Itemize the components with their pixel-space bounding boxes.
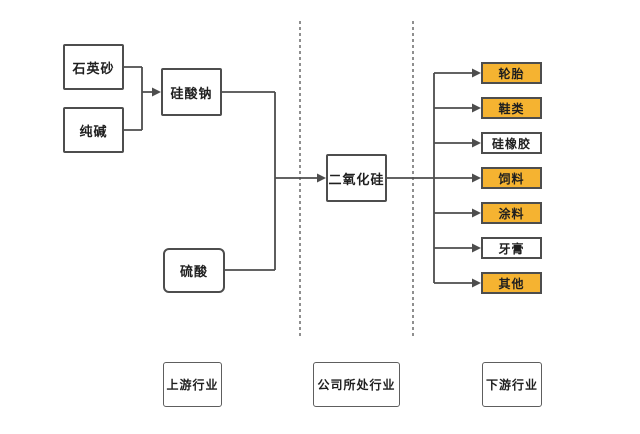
node-others: 其他 bbox=[481, 272, 542, 294]
node-sodium-silicate: 硅酸钠 bbox=[161, 68, 222, 116]
arrowhead-into-toothpaste bbox=[472, 243, 481, 253]
section-label-upstream: 上游行业 bbox=[163, 362, 222, 407]
node-coatings: 涂料 bbox=[481, 202, 542, 224]
connector-silicate-sulfuric-to-silica bbox=[222, 91, 318, 271]
arrowhead-into-feed bbox=[472, 173, 481, 183]
arrowhead-into-tires bbox=[472, 68, 481, 78]
node-quartz-sand: 石英砂 bbox=[63, 44, 124, 90]
connector-quartz-soda-to-silicate bbox=[124, 66, 153, 131]
node-soda-ash: 纯碱 bbox=[63, 107, 124, 153]
node-sulfuric-acid: 硫酸 bbox=[163, 248, 225, 293]
arrowhead-into-silica bbox=[317, 173, 326, 183]
section-label-downstream: 下游行业 bbox=[482, 362, 542, 407]
section-label-company: 公司所处行业 bbox=[313, 362, 400, 407]
node-footwear: 鞋类 bbox=[481, 97, 542, 119]
node-silicone-rubber: 硅橡胶 bbox=[481, 132, 542, 154]
node-feed: 饲料 bbox=[481, 167, 542, 189]
arrowhead-into-silicone-rubber bbox=[472, 138, 481, 148]
arrowhead-into-silicate bbox=[152, 87, 161, 97]
node-tires: 轮胎 bbox=[481, 62, 542, 84]
node-silicon-dioxide: 二氧化硅 bbox=[326, 154, 387, 202]
arrowhead-into-coatings bbox=[472, 208, 481, 218]
arrowhead-into-others bbox=[472, 278, 481, 288]
node-toothpaste: 牙膏 bbox=[481, 237, 542, 259]
connector-silica-to-downstream bbox=[387, 72, 473, 284]
arrowhead-into-footwear bbox=[472, 103, 481, 113]
